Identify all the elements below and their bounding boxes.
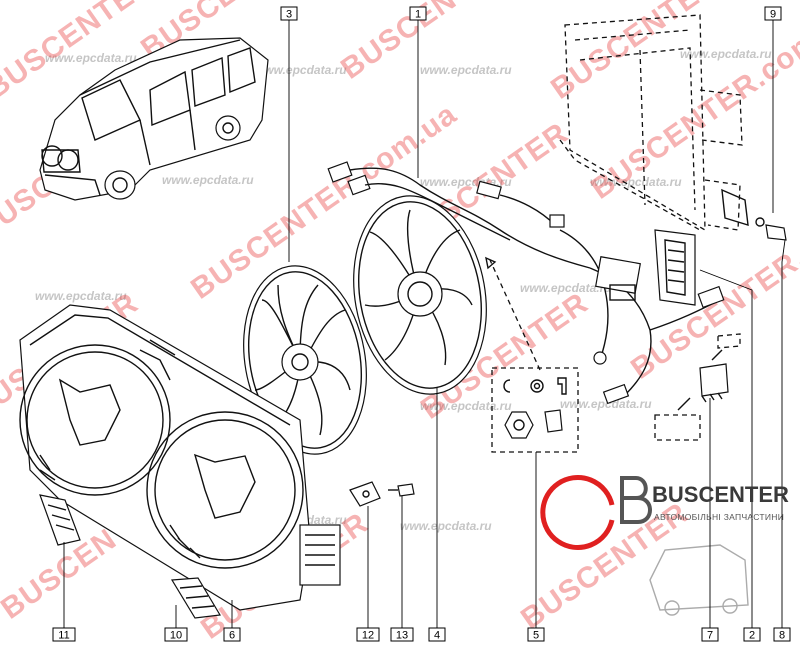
- watermark-epc: www.epcdata.ru: [680, 47, 772, 61]
- callout-8: 8: [773, 627, 791, 642]
- logo-tagline: АВТОМОБІЛЬНІ ЗАПЧАСТИНИ: [654, 512, 784, 522]
- watermark-epc: www.epcdata.ru: [400, 519, 492, 533]
- callout-9: 9: [764, 6, 782, 21]
- svg-text:8: 8: [779, 630, 785, 642]
- watermark-epc: www.epcdata.ru: [590, 175, 682, 189]
- svg-text:12: 12: [362, 630, 374, 642]
- watermark-epc: www.epcdata.ru: [162, 173, 254, 187]
- watermark-epc: www.epcdata.ru: [520, 281, 612, 295]
- svg-text:2: 2: [749, 630, 755, 642]
- svg-text:13: 13: [396, 630, 408, 642]
- svg-text:11: 11: [58, 630, 69, 642]
- watermark-epc: www.epcdata.ru: [255, 63, 347, 77]
- callout-5: 5: [527, 627, 545, 642]
- radiator-outline: [559, 14, 749, 232]
- watermark-epc: www.epcdata.ru: [560, 397, 652, 411]
- watermark-brand: BUSCENTER.com.ua: [625, 177, 800, 385]
- clip-and-bolt: [349, 481, 415, 507]
- fasteners-kit: [491, 367, 579, 453]
- callout-12: 12: [356, 627, 380, 642]
- svg-text:10: 10: [170, 630, 182, 642]
- svg-text:1: 1: [415, 9, 421, 21]
- watermark-epc: www.epcdata.ru: [420, 63, 512, 77]
- callout-4: 4: [428, 627, 446, 642]
- leader-lines: [63, 20, 786, 628]
- callout-11: 11: [52, 627, 76, 642]
- svg-text:6: 6: [229, 630, 235, 642]
- watermark-epc: www.epcdata.ru: [45, 51, 137, 65]
- callout-10: 10: [164, 627, 188, 642]
- watermark-epc: www.epcdata.ru: [420, 399, 512, 413]
- callout-2: 2: [743, 627, 761, 642]
- svg-text:3: 3: [286, 9, 292, 21]
- logo-van-icon: [649, 544, 749, 616]
- svg-text:7: 7: [707, 630, 713, 642]
- vehicle-illustration: [39, 37, 269, 201]
- fan-shroud: [19, 304, 341, 619]
- svg-text:5: 5: [533, 630, 539, 642]
- svg-text:4: 4: [434, 630, 440, 642]
- callout-7: 7: [701, 627, 719, 642]
- logo-name: BUSCENTER: [652, 482, 789, 507]
- callout-1: 1: [409, 6, 427, 21]
- watermark-epc: www.epcdata.ru: [35, 289, 127, 303]
- callout-6: 6: [223, 627, 241, 642]
- callout-3: 3: [280, 6, 298, 21]
- buscenter-logo: BUSCENTER АВТОМОБІЛЬНІ ЗАПЧАСТИНИ: [540, 475, 789, 616]
- relay-and-sensor: [654, 217, 787, 441]
- svg-text:9: 9: [770, 9, 776, 21]
- callout-13: 13: [390, 627, 414, 642]
- fan-4: [353, 195, 487, 395]
